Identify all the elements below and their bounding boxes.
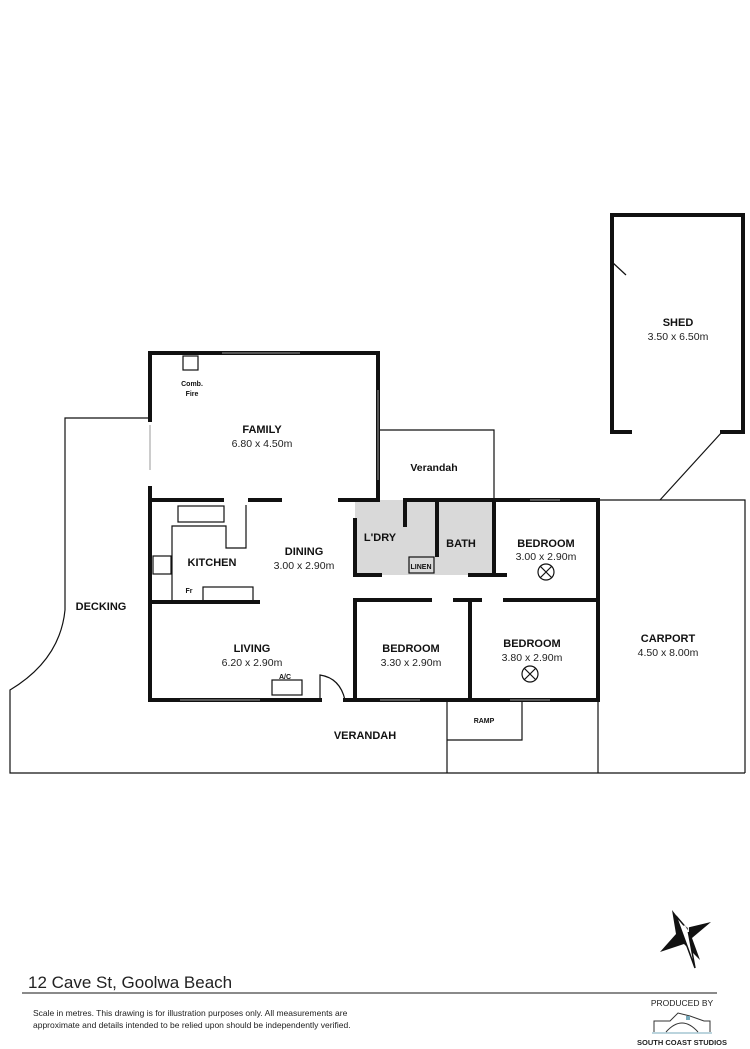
island-bench (202, 586, 254, 602)
front-door (319, 674, 346, 701)
ramp-label: RAMP (474, 718, 495, 725)
fireplace (182, 355, 199, 371)
decking-label: DECKING (76, 601, 127, 613)
kitchen-label: KITCHEN (188, 557, 237, 569)
bedroom1-label: BEDROOM (517, 538, 574, 550)
dining-size: 3.00 x 2.90m (274, 560, 335, 572)
family-label: FAMILY (242, 424, 282, 436)
cooktop (152, 555, 172, 575)
living-size: 6.20 x 2.90m (222, 657, 283, 669)
outdoor-outlines (9, 417, 746, 774)
compass-icon: N (660, 910, 711, 969)
wet-area (355, 500, 495, 575)
living-label: LIVING (234, 643, 271, 655)
bedroom2-label: BEDROOM (382, 643, 439, 655)
ceiling-fan-icon (521, 665, 539, 683)
laundry-label: L'DRY (364, 532, 397, 544)
shed-walls (610, 213, 745, 434)
linen-label: LINEN (411, 564, 432, 571)
kitchen-bench (171, 505, 247, 602)
disclaimer-line-2: approximate and details intended to be r… (33, 1020, 351, 1030)
bedroom2-size: 3.30 x 2.90m (381, 657, 442, 669)
fridge-label: Fr (186, 588, 193, 595)
ceiling-fan-icon (537, 563, 555, 581)
address: 12 Cave St, Goolwa Beach (28, 973, 232, 992)
linen-cupboard (408, 556, 435, 574)
family-size: 6.80 x 4.50m (232, 438, 293, 450)
verandah-upper-label: Verandah (410, 462, 457, 474)
bedroom1-size: 3.00 x 2.90m (516, 551, 577, 563)
shed-size: 3.50 x 6.50m (648, 331, 709, 343)
carport-size: 4.50 x 8.00m (638, 647, 699, 659)
windows (149, 352, 560, 701)
disclaimer-line-1: Scale in metres. This drawing is for ill… (33, 1008, 348, 1018)
ac-unit (271, 679, 303, 696)
comb-fire-label: Comb. (181, 381, 203, 388)
bedroom3-size: 3.80 x 2.90m (502, 652, 563, 664)
sink (177, 505, 225, 523)
shed-label: SHED (663, 317, 694, 329)
shed-door (611, 261, 627, 276)
verandah-lower-label: VERANDAH (334, 730, 396, 742)
bedroom3-label: BEDROOM (503, 638, 560, 650)
north-label: N (683, 924, 690, 934)
studio-logo: SOUTH COAST STUDIOS (637, 1012, 727, 1047)
bath-label: BATH (446, 538, 476, 550)
produced-by: PRODUCED BY (651, 998, 714, 1008)
comb-fire-label-2: Fire (186, 391, 199, 398)
ac-label: A/C (279, 674, 291, 681)
dining-label: DINING (285, 546, 324, 558)
carport-label: CARPORT (641, 633, 696, 645)
studio-name: SOUTH COAST STUDIOS (637, 1038, 727, 1047)
